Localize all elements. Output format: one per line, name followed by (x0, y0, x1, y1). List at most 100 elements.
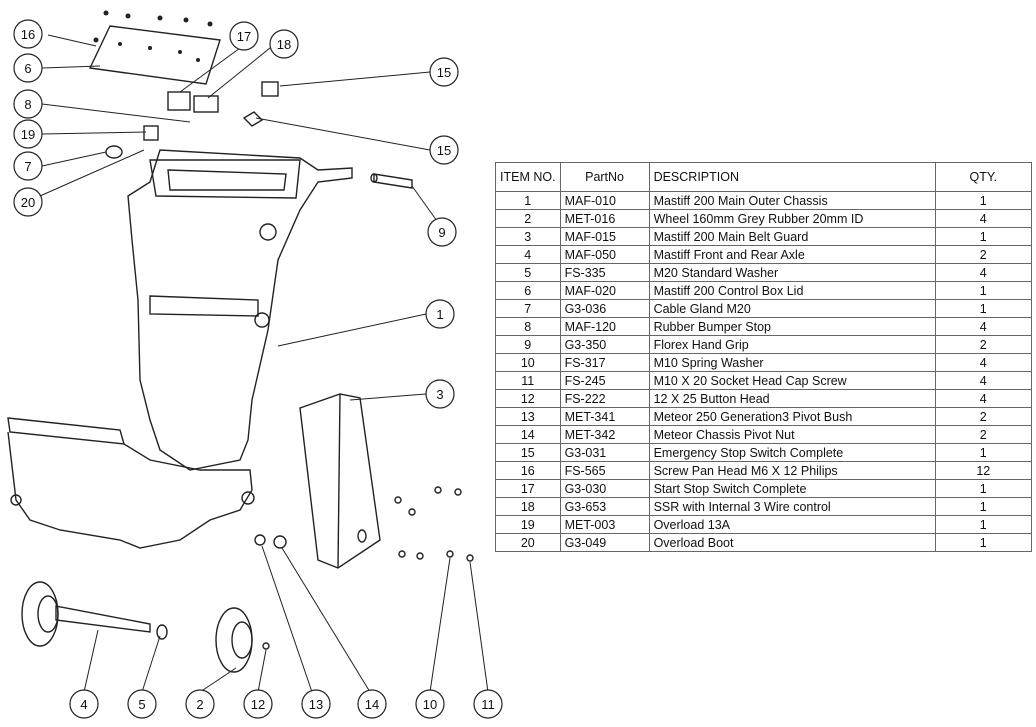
description-cell: Overload Boot (648, 533, 936, 552)
qty-cell: 1 (934, 497, 1033, 516)
svg-text:1: 1 (436, 307, 443, 322)
balloon-9: 9 (427, 217, 457, 247)
svg-text:7: 7 (24, 159, 31, 174)
svg-text:15: 15 (437, 143, 451, 158)
balloon-14: 14 (357, 689, 387, 719)
svg-text:16: 16 (21, 27, 35, 42)
partno-cell: MAF-050 (559, 245, 650, 264)
qty-cell: 4 (934, 317, 1033, 336)
switch-parts (105, 81, 279, 159)
qty-cell: 2 (934, 425, 1033, 444)
qty-cell: 2 (934, 335, 1033, 354)
item-no-cell: 16 (495, 461, 561, 480)
description-cell: Wheel 160mm Grey Rubber 20mm ID (648, 209, 936, 228)
leader-lines (39, 34, 489, 693)
item-no-cell: 9 (495, 335, 561, 354)
belt-guard-part (299, 393, 381, 569)
balloon-13: 13 (301, 689, 331, 719)
header-item-no: ITEM NO. (495, 162, 561, 192)
description-cell: M20 Standard Washer (648, 263, 936, 282)
svg-text:15: 15 (437, 65, 451, 80)
partno-cell: MAF-120 (559, 317, 650, 336)
item-no-cell: 10 (495, 353, 561, 372)
qty-cell: 4 (934, 353, 1033, 372)
qty-cell: 12 (934, 461, 1033, 480)
description-cell: Overload 13A (648, 515, 936, 534)
balloon-20: 20 (13, 187, 43, 217)
description-cell: Mastiff 200 Main Outer Chassis (648, 191, 936, 210)
header-description: DESCRIPTION (648, 162, 936, 192)
balloon-10: 10 (415, 689, 445, 719)
qty-cell: 4 (934, 389, 1033, 408)
item-no-cell: 2 (495, 209, 561, 228)
balloon-8: 8 (13, 89, 43, 119)
wheel-axle-parts (21, 581, 270, 673)
svg-text:14: 14 (365, 697, 379, 712)
description-cell: M10 Spring Washer (648, 353, 936, 372)
balloon-15a: 15 (429, 57, 459, 87)
qty-cell: 4 (934, 371, 1033, 390)
description-cell: Screw Pan Head M6 X 12 Philips (648, 461, 936, 480)
svg-text:3: 3 (436, 387, 443, 402)
balloon-12: 12 (243, 689, 273, 719)
partno-cell: MET-016 (559, 209, 650, 228)
balloon-11: 11 (473, 689, 503, 719)
description-cell: Emergency Stop Switch Complete (648, 443, 936, 462)
svg-text:2: 2 (196, 697, 203, 712)
qty-cell: 1 (934, 281, 1033, 300)
svg-text:19: 19 (21, 127, 35, 142)
qty-cell: 1 (934, 533, 1033, 552)
qty-cell: 1 (934, 479, 1033, 498)
partno-cell: G3-036 (559, 299, 650, 318)
partno-cell: G3-031 (559, 443, 650, 462)
partno-cell: MET-341 (559, 407, 650, 426)
item-no-cell: 7 (495, 299, 561, 318)
item-no-cell: 15 (495, 443, 561, 462)
balloon-18: 18 (269, 29, 299, 59)
partno-cell: MET-342 (559, 425, 650, 444)
svg-text:11: 11 (481, 697, 495, 712)
hand-grip-part (370, 173, 413, 189)
control-box-lid-part (88, 10, 221, 85)
qty-cell: 1 (934, 443, 1033, 462)
balloon-2: 2 (185, 689, 215, 719)
partno-cell: G3-030 (559, 479, 650, 498)
description-cell: 12 X 25 Button Head (648, 389, 936, 408)
qty-cell: 1 (934, 191, 1033, 210)
balloon-7: 7 (13, 151, 43, 181)
svg-text:8: 8 (24, 97, 31, 112)
item-no-cell: 14 (495, 425, 561, 444)
svg-text:4: 4 (80, 697, 87, 712)
main-chassis-part (7, 149, 353, 549)
svg-text:6: 6 (24, 61, 31, 76)
balloon-4: 4 (69, 689, 99, 719)
item-no-cell: 4 (495, 245, 561, 264)
item-no-cell: 17 (495, 479, 561, 498)
description-cell: M10 X 20 Socket Head Cap Screw (648, 371, 936, 390)
qty-cell: 1 (934, 299, 1033, 318)
partno-cell: FS-335 (559, 263, 650, 282)
partno-cell: FS-222 (559, 389, 650, 408)
description-cell: Meteor 250 Generation3 Pivot Bush (648, 407, 936, 426)
balloon-19: 19 (13, 119, 43, 149)
qty-cell: 2 (934, 407, 1033, 426)
partno-cell: MET-003 (559, 515, 650, 534)
